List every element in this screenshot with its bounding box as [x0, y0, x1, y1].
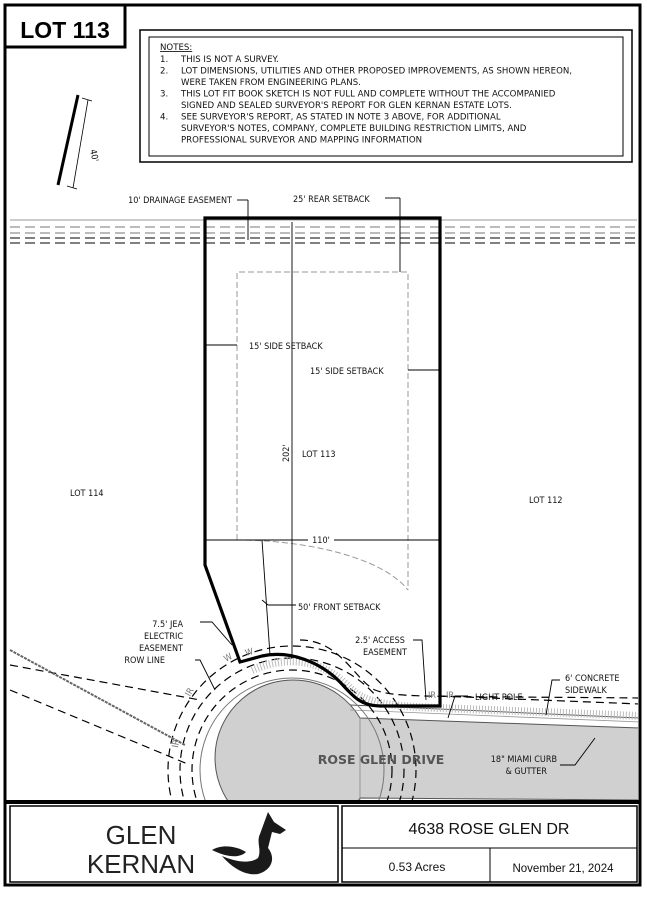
access-easement-label: 2.5' ACCESS: [355, 636, 405, 646]
drainage-easement-label: 10' DRAINAGE EASEMENT: [128, 196, 232, 206]
lot-boundary: [203, 216, 442, 708]
building-envelope: [236, 271, 409, 591]
iron-rod-mark: IR: [184, 686, 197, 698]
drainage-easement-lines: [10, 219, 637, 244]
jea-easement-label: EASEMENT: [139, 644, 183, 654]
notes-title: NOTES:: [160, 43, 192, 53]
sidewalk-label: SIDEWALK: [565, 686, 607, 696]
acreage: 0.53 Acres: [389, 860, 446, 874]
lot-112-label: LOT 112: [529, 496, 563, 506]
curb-label: 18" MIAMI CURB: [491, 755, 557, 765]
dimension-lines: [195, 197, 596, 766]
fox-logo-icon: [212, 812, 286, 875]
lot-width-label: 110': [312, 536, 330, 546]
note-text: LOT DIMENSIONS, UTILITIES AND OTHER PROP…: [181, 67, 572, 77]
note-number: 4.: [160, 113, 168, 123]
lot-114-label: LOT 114: [70, 489, 104, 499]
side-setback-right-label: 15' SIDE SETBACK: [310, 367, 384, 377]
front-setback-label: 50' FRONT SETBACK: [298, 603, 381, 613]
lot-label: LOT 113: [302, 450, 336, 460]
lot-badge: LOT 113: [3, 3, 127, 49]
date: November 21, 2024: [512, 863, 614, 875]
jea-easement-label: 7.5' JEA: [152, 620, 183, 630]
iron-rod-mark: IR: [171, 739, 182, 749]
note-text: SIGNED AND SEALED SURVEYOR'S REPORT FOR …: [181, 101, 512, 111]
brand-line-1: GLEN: [106, 820, 177, 850]
notes-box: NOTES: 1. THIS IS NOT A SURVEY. 2. LOT DIME…: [139, 29, 633, 163]
iron-rod-mark: IR: [446, 691, 454, 701]
side-setback-left-label: 15' SIDE SETBACK: [249, 342, 323, 352]
row-line-label: ROW LINE: [124, 656, 165, 666]
note-text: SEE SURVEYOR'S REPORT, AS STATED IN NOTE…: [181, 113, 501, 123]
water-mark: W: [244, 647, 254, 659]
note-number: 2.: [160, 67, 168, 77]
street-pavement: [214, 679, 638, 802]
svg-text:LOT 113: LOT 113: [20, 17, 109, 43]
water-mark: W: [223, 652, 235, 665]
brand-line-2: KERNAN: [87, 849, 195, 879]
curb-label: & GUTTER: [505, 767, 547, 777]
access-easement-label: EASEMENT: [363, 648, 407, 658]
note-number: 3.: [160, 90, 168, 100]
title-block: GLEN KERNAN 4638 ROSE GLEN DR 0.53 Acres…: [5, 800, 640, 883]
lot-depth-label: 202': [282, 444, 292, 462]
scale-bar: 40': [56, 94, 99, 190]
jea-easement-label: ELECTRIC: [144, 632, 183, 642]
iron-rod-mark: IR: [428, 691, 436, 701]
note-text: WERE TAKEN FROM ENGINEERING PLANS.: [181, 78, 361, 88]
rear-setback-label: 25' REAR SETBACK: [293, 195, 370, 205]
light-pole-label: LIGHT POLE: [475, 693, 523, 703]
note-text: SURVEYOR'S NOTES, COMPANY, COMPLETE BUIL…: [181, 124, 527, 134]
svg-text:40': 40': [87, 149, 99, 163]
note-number: 1.: [160, 55, 168, 65]
note-text: THIS LOT FIT BOOK SKETCH IS NOT FULL AND…: [180, 90, 556, 100]
street-name: ROSE GLEN DRIVE: [318, 752, 445, 767]
sheet-border: [3, 3, 642, 887]
note-text: PROFESSIONAL SURVEYOR AND MAPPING INFORM…: [181, 136, 422, 146]
note-text: THIS IS NOT A SURVEY.: [180, 55, 279, 65]
address: 4638 ROSE GLEN DR: [409, 821, 570, 838]
sidewalk-label: 6' CONCRETE: [565, 674, 619, 684]
